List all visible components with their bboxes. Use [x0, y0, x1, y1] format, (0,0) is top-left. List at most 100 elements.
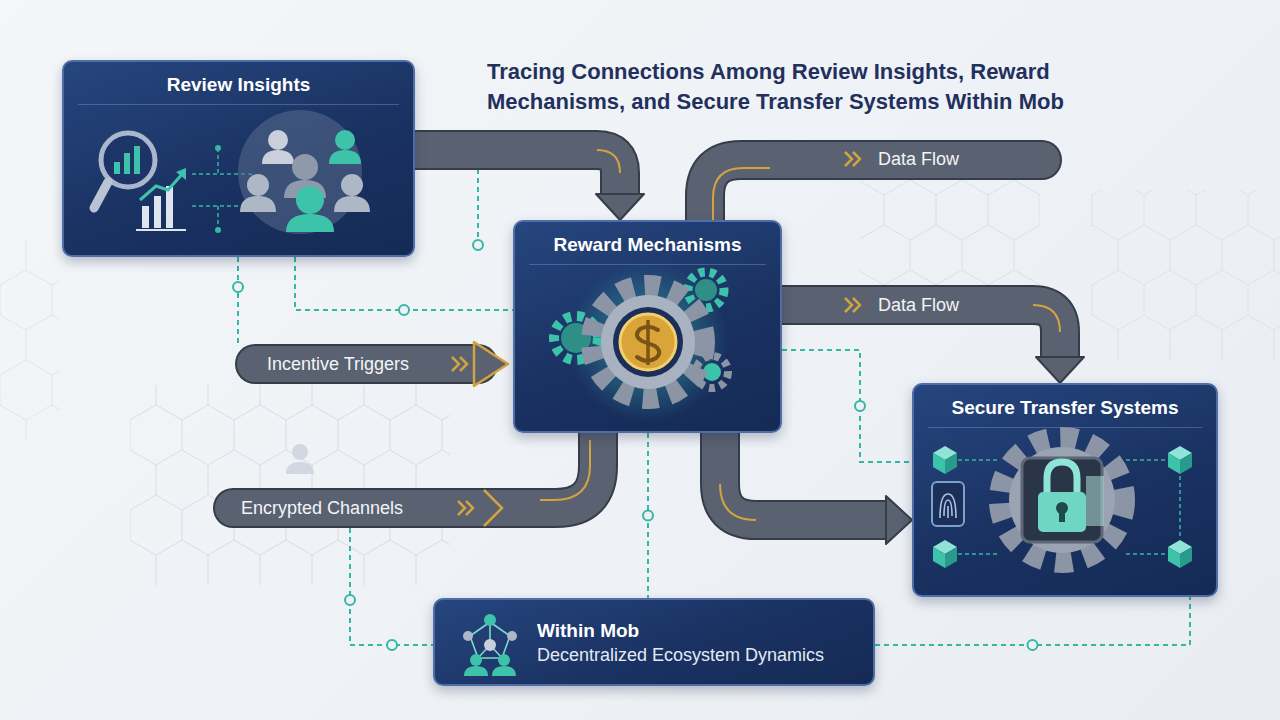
- inner-leader: [958, 460, 1180, 554]
- person-body: [286, 214, 334, 232]
- fingerprint-pad: [932, 482, 964, 526]
- diagram-title: Tracing Connections Among Review Insight…: [487, 57, 1147, 117]
- cube-side: [933, 453, 945, 474]
- cube-side: [945, 547, 957, 568]
- leader-dot: [399, 305, 409, 315]
- chevron: [853, 152, 860, 166]
- edge-label: Data Flow: [878, 294, 959, 316]
- network-node: [507, 631, 517, 641]
- lock-gear: [1000, 438, 1124, 562]
- dashed-line: [295, 257, 513, 310]
- box-heading: Within Mob: [537, 618, 863, 643]
- person-icon: [329, 130, 361, 164]
- flow-arrowhead: [1036, 357, 1084, 383]
- leader-dot: [855, 401, 865, 411]
- hex-pattern: [0, 240, 60, 440]
- box-heading: Reward Mechanisms: [523, 233, 772, 257]
- gold-line: [1033, 305, 1060, 332]
- person-head: [335, 130, 355, 150]
- network-people: [464, 666, 516, 676]
- flow-label: Encrypted Channels: [241, 497, 403, 519]
- flow-arrowhead: [474, 342, 508, 386]
- faint-person: [292, 444, 308, 460]
- leader-dot: [215, 145, 221, 151]
- chevron: [853, 298, 860, 312]
- chevron: [458, 501, 465, 515]
- flow-band: [255, 346, 478, 382]
- lock-shine: [1086, 476, 1104, 526]
- small-gear-hub: [695, 279, 717, 301]
- dashed-line: [782, 350, 912, 462]
- gold-line: [540, 440, 590, 500]
- group-circle: [238, 110, 362, 234]
- gold-line: [597, 150, 620, 173]
- padlock-body: [1038, 492, 1086, 532]
- leader-dot: [473, 240, 483, 250]
- person-head: [341, 174, 363, 196]
- person-head: [247, 174, 269, 196]
- flow-band: [720, 433, 888, 520]
- chevron: [452, 357, 459, 371]
- chevron: [845, 152, 852, 166]
- coin: [620, 314, 676, 370]
- network-node: [498, 654, 510, 666]
- dashed-connector: [295, 257, 513, 315]
- faint-person: [286, 462, 314, 474]
- leader-dot: [1028, 640, 1038, 650]
- block-cubes: [933, 446, 1192, 568]
- dashed-leader: [477, 160, 479, 245]
- coin-symbol: [646, 320, 650, 365]
- leader-dot: [215, 227, 221, 233]
- leader-dot: [233, 282, 243, 292]
- chart-axis: [136, 229, 186, 231]
- box-heading: Secure Transfer Systems: [922, 396, 1208, 420]
- flow-band-outline: [705, 160, 1042, 224]
- keyhole: [1059, 510, 1065, 522]
- cube-side: [1180, 547, 1192, 568]
- header-rule: [78, 104, 399, 105]
- flow-connector: [720, 433, 912, 544]
- person-head: [292, 154, 318, 180]
- flow-band-outline: [255, 344, 478, 384]
- person-body: [262, 150, 294, 164]
- person-body: [240, 196, 276, 212]
- cube-side: [933, 547, 945, 568]
- gear-glow: [568, 262, 728, 422]
- cube-side: [1168, 547, 1180, 568]
- chart-bar: [142, 206, 149, 228]
- chevron: [845, 298, 852, 312]
- flow-arrowhead: [484, 490, 502, 526]
- dashed-connector: [643, 433, 653, 598]
- flow-band: [415, 150, 620, 196]
- lens-bar: [124, 153, 130, 174]
- small-gear: [688, 272, 724, 308]
- dashed-line: [875, 597, 1190, 645]
- flow-band: [233, 428, 598, 508]
- person-icon: [334, 174, 370, 212]
- network-node: [470, 654, 482, 666]
- gold-line: [713, 168, 770, 222]
- chevron: [460, 357, 467, 371]
- text-column: Within MobDecentralized Ecosystem Dynami…: [537, 600, 863, 684]
- gear-hub: [613, 307, 683, 377]
- person-icon: [240, 174, 276, 212]
- flow-connector: [415, 150, 644, 220]
- flow-band: [705, 160, 1042, 224]
- dashed-leader: [237, 257, 239, 344]
- network-link: [470, 622, 510, 658]
- main-gear: [592, 286, 704, 398]
- flow-arrowhead: [596, 194, 644, 220]
- hex-pattern: [130, 385, 450, 585]
- chart-bar: [166, 186, 173, 228]
- cube-side: [1180, 453, 1192, 474]
- lens-bar: [114, 162, 120, 174]
- person-body: [329, 150, 361, 164]
- flow-arrowhead: [886, 496, 912, 544]
- leader-dot: [643, 511, 653, 521]
- chevron: [466, 501, 473, 515]
- cube-side: [1168, 453, 1180, 474]
- trend-arrow: [176, 168, 186, 180]
- network-node: [484, 639, 496, 651]
- box-heading: Review Insights: [72, 73, 405, 97]
- trend-line: [140, 172, 184, 200]
